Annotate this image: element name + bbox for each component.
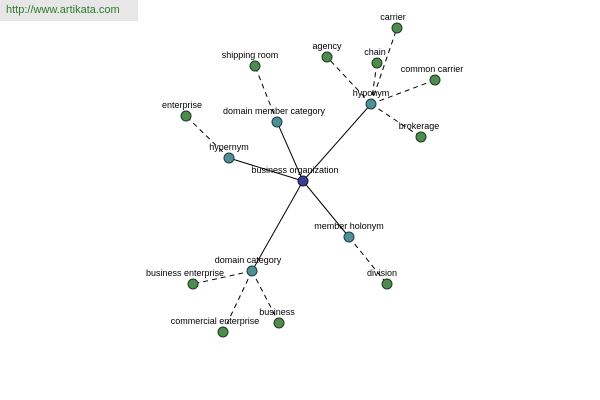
- node-hypernym[interactable]: [223, 152, 235, 164]
- node-hyponym[interactable]: [365, 98, 377, 110]
- nodes-layer: [180, 22, 441, 338]
- edge-hyponym-agency: [326, 56, 372, 105]
- node-domain-member-category[interactable]: [271, 116, 283, 128]
- label-commercial-enterprise[interactable]: commercial enterprise: [171, 316, 260, 326]
- label-business[interactable]: business: [259, 307, 295, 317]
- node-commercial-enterprise[interactable]: [217, 326, 229, 338]
- node-chain[interactable]: [371, 57, 383, 69]
- node-enterprise[interactable]: [180, 110, 192, 122]
- label-domain-category[interactable]: domain category: [215, 255, 282, 265]
- node-business[interactable]: [273, 317, 285, 329]
- edge-hyponym-brokerage: [370, 103, 422, 138]
- node-division[interactable]: [381, 278, 393, 290]
- site-url-text[interactable]: http://www.artikata.com: [6, 4, 120, 16]
- edge-hyponym-common-carrier: [370, 79, 436, 105]
- edge-hyponym-chain: [370, 62, 378, 105]
- edge-hyponym-carrier: [370, 27, 398, 105]
- node-carrier[interactable]: [391, 22, 403, 34]
- site-url-banner[interactable]: http://www.artikata.com: [0, 0, 138, 21]
- node-domain-category[interactable]: [246, 265, 258, 277]
- edge-domain-member-category-shipping-room: [254, 65, 278, 123]
- node-member-holonym[interactable]: [343, 231, 355, 243]
- label-domain-member-category[interactable]: domain member category: [223, 106, 326, 116]
- label-hyponym[interactable]: hyponym: [353, 88, 390, 98]
- node-common-carrier[interactable]: [429, 74, 441, 86]
- edge-domain-category-commercial-enterprise: [222, 270, 253, 333]
- edge-hypernym-enterprise: [185, 115, 230, 159]
- edge-domain-category-business-enterprise: [192, 270, 253, 285]
- node-business-organization[interactable]: [297, 175, 309, 187]
- label-enterprise[interactable]: enterprise: [162, 100, 202, 110]
- label-carrier[interactable]: carrier: [380, 12, 406, 22]
- label-shipping-room[interactable]: shipping room: [222, 50, 279, 60]
- label-brokerage[interactable]: brokerage: [399, 121, 440, 131]
- label-business-organization[interactable]: business organization: [251, 165, 338, 175]
- edge-business-organization-hyponym: [302, 103, 372, 182]
- node-agency[interactable]: [321, 51, 333, 63]
- edge-business-organization-domain-category: [251, 180, 304, 272]
- label-hypernym[interactable]: hypernym: [209, 142, 249, 152]
- node-brokerage[interactable]: [415, 131, 427, 143]
- label-member-holonym[interactable]: member holonym: [314, 221, 384, 231]
- edge-business-organization-member-holonym: [302, 180, 350, 238]
- label-business-enterprise[interactable]: business enterprise: [146, 268, 224, 278]
- edge-domain-category-business: [251, 270, 280, 324]
- label-chain[interactable]: chain: [364, 47, 386, 57]
- edge-business-organization-domain-member-category: [276, 121, 304, 182]
- edges-layer: [185, 27, 436, 333]
- label-agency[interactable]: agency: [312, 41, 342, 51]
- label-division[interactable]: division: [367, 268, 397, 278]
- node-shipping-room[interactable]: [249, 60, 261, 72]
- label-common-carrier[interactable]: common carrier: [401, 64, 464, 74]
- node-business-enterprise[interactable]: [187, 278, 199, 290]
- edge-business-organization-hypernym: [228, 157, 304, 182]
- edge-member-holonym-division: [348, 236, 388, 285]
- labels-layer: carrier agency chain common carrier brokerag…: [146, 12, 463, 326]
